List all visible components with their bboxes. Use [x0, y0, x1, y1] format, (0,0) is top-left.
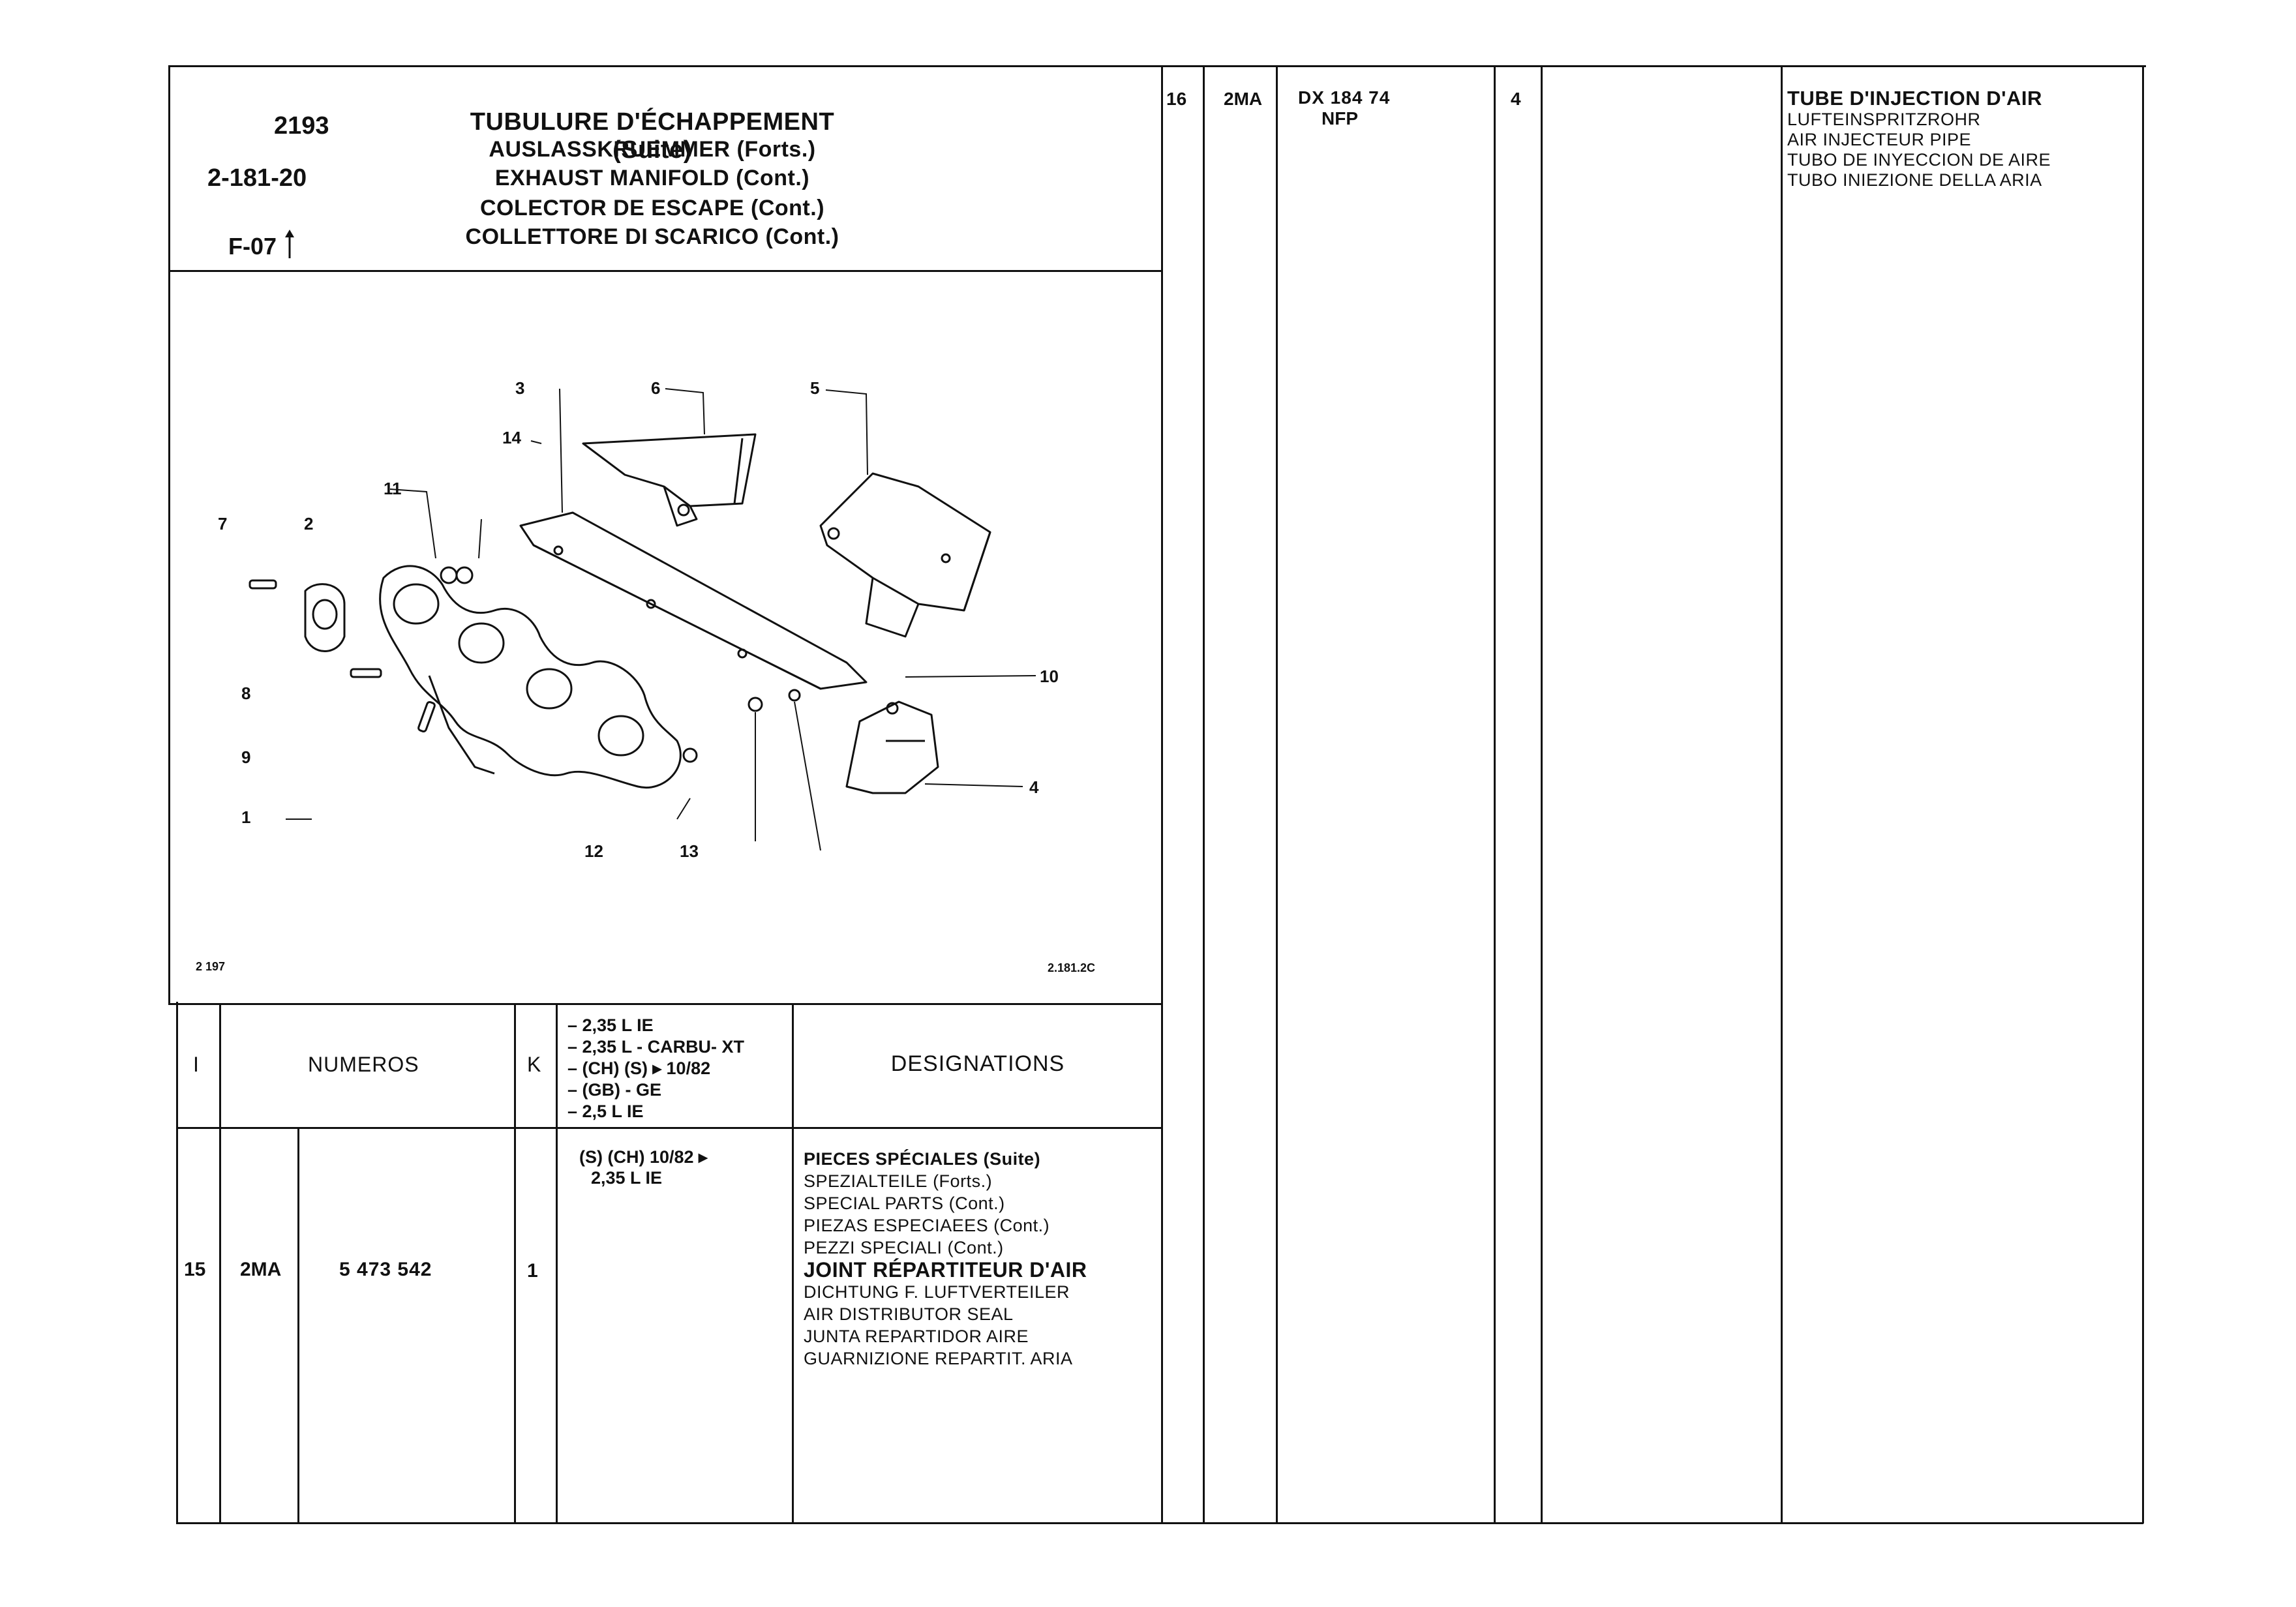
exploded-diagram: 1 2 3 4 5 6 7 8 9 10 11 12 13 14 2 197 2… — [196, 378, 1095, 974]
callout-2: 2 — [304, 514, 313, 533]
fig-code: F-07 — [228, 233, 277, 260]
col-header-variants: – 2,35 L IE – 2,35 L - CARBU- XT – (CH) … — [567, 1015, 744, 1122]
row-item-number: 16 — [1166, 89, 1187, 109]
callout-8: 8 — [241, 683, 250, 703]
callout-9: 9 — [241, 747, 250, 767]
page-code: 2193 — [274, 112, 329, 140]
variant-line: – 2,35 L - CARBU- XT — [567, 1037, 745, 1057]
title-it: COLLETTORE DI SCARICO (Cont.) — [465, 224, 839, 249]
heat-shield-bar — [519, 511, 868, 690]
part-title: TUBE D'INJECTION D'AIR — [1787, 87, 2042, 110]
section-title-es: PIEZAS ESPECIAEES (Cont.) — [804, 1216, 1050, 1235]
section-title-it: PEZZI SPECIALI (Cont.) — [804, 1238, 1004, 1257]
studs — [249, 579, 436, 733]
col-header-k: K — [527, 1053, 541, 1076]
fig-ref: F-07 — [228, 230, 296, 260]
part-name-de: DICHTUNG F. LUFTVERTEILER — [804, 1282, 1070, 1302]
row-quantity: 1 — [527, 1260, 538, 1282]
bracket-6 — [582, 433, 757, 527]
row-code: 2MA — [1224, 89, 1263, 109]
part-name-it: GUARNIZIONE REPARTIT. ARIA — [804, 1349, 1073, 1368]
callout-14: 14 — [502, 428, 521, 447]
part-name-en: AIR DISTRIBUTOR SEAL — [804, 1304, 1014, 1324]
bracket-4 — [845, 700, 939, 794]
callout-5: 5 — [810, 378, 819, 398]
callout-4: 4 — [1029, 777, 1039, 797]
callout-12: 12 — [584, 841, 603, 861]
section-title-en: SPECIAL PARTS (Cont.) — [804, 1194, 1005, 1213]
row-quantity: 4 — [1511, 89, 1521, 109]
title-en: EXHAUST MANIFOLD (Cont.) — [494, 166, 810, 190]
part-number-line: NFP — [1322, 108, 1358, 128]
row-item-number: 15 — [184, 1259, 206, 1280]
part-name-en: AIR INJECTEUR PIPE — [1787, 130, 1972, 149]
callout-13: 13 — [680, 841, 699, 861]
diagram-caption-right: 2.181.2C — [1048, 961, 1095, 974]
leader-lines — [286, 388, 1036, 851]
callout-11: 11 — [384, 479, 402, 498]
row-code: 2MA — [240, 1259, 282, 1280]
row-part-number: DX 184 74 NFP — [1298, 87, 1390, 129]
diagram-caption-left: 2 197 — [196, 960, 225, 973]
row-variant-line: (S) (CH) 10/82 ▸ — [579, 1147, 708, 1167]
col-header-numeros: NUMEROS — [308, 1053, 419, 1076]
variant-line: – (GB) - GE — [567, 1080, 662, 1100]
callout-6: 6 — [651, 378, 660, 398]
callout-10: 10 — [1040, 667, 1059, 686]
col-header-designations: DESIGNATIONS — [890, 1051, 1065, 1076]
title-de: AUSLASSKRUEMMER (Forts.) — [489, 137, 816, 162]
part-number-line: DX 184 74 — [1298, 87, 1391, 108]
bracket-5 — [819, 472, 991, 638]
part-name-es: JUNTA REPARTIDOR AIRE — [804, 1327, 1029, 1346]
callout-1: 1 — [241, 807, 250, 827]
callout-7: 7 — [218, 514, 227, 533]
exhaust-manifold — [379, 565, 698, 788]
variant-line: – 2,35 L IE — [567, 1015, 654, 1035]
nuts-11 — [440, 566, 474, 584]
variant-line: – (CH) (S) ▸ 10/82 — [567, 1059, 711, 1078]
title-es: COLECTOR DE ESCAPE (Cont.) — [479, 196, 825, 220]
part-name-it: TUBO INIEZIONE DELLA ARIA — [1787, 170, 2042, 190]
col-header-i: I — [193, 1053, 199, 1076]
section-title: PIECES SPÉCIALES (Suite) — [804, 1149, 1041, 1169]
row-variant: (S) (CH) 10/82 ▸ 2,35 L IE — [579, 1147, 708, 1188]
gasket-2 — [304, 583, 346, 652]
row-designation: PIECES SPÉCIALES (Suite) SPEZIALTEILE (F… — [804, 1148, 1087, 1370]
section-title-de: SPEZIALTEILE (Forts.) — [804, 1171, 993, 1191]
row-variant-line: 2,35 L IE — [591, 1168, 663, 1188]
part-name-es: TUBO DE INYECCION DE AIRE — [1787, 150, 2051, 170]
page-ref: 2-181-20 — [207, 164, 307, 192]
arrow-up-icon — [285, 230, 295, 258]
variant-line: – 2,5 L IE — [567, 1102, 644, 1121]
row-designation: TUBE D'INJECTION D'AIR LUFTEINSPRITZROHR… — [1787, 87, 2051, 190]
part-name-de: LUFTEINSPRITZROHR — [1787, 110, 1981, 129]
row-part-number: 5 473 542 — [339, 1259, 432, 1280]
title-fr: TUBULURE D'ÉCHAPPEMENT (Suite) — [470, 108, 835, 164]
callout-3: 3 — [515, 378, 524, 398]
part-title: JOINT RÉPARTITEUR D'AIR — [804, 1258, 1087, 1282]
